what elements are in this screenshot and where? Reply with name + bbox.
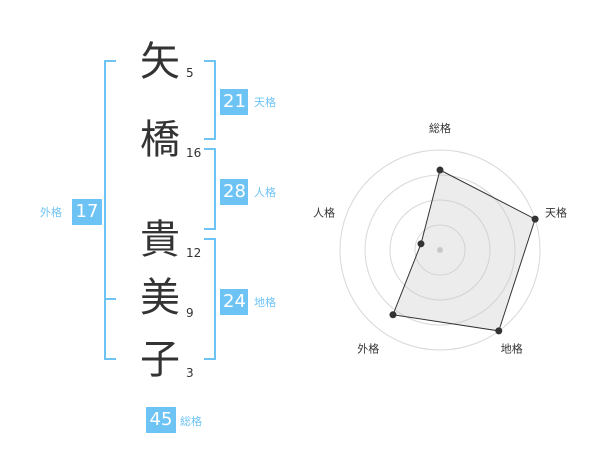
name-char-3: 貴 [140,217,180,263]
radar-ring [414,224,466,276]
radar-point-2 [531,215,539,223]
name-char-4: 美 [140,275,180,321]
radar-axis-label-5: 人格 [313,205,335,219]
radar-axis-label-2: 天格 [545,205,567,219]
chikaku-label: 地格 [254,296,276,309]
tenkaku-value: 21 [220,89,248,115]
radar-axis-label-1: 総格 [429,121,451,135]
radar-center [437,247,443,253]
radar-ring [339,149,541,351]
name-char-1: 矢 [140,39,180,85]
name-char-5: 子 [140,337,180,383]
stroke-count-4: 9 [186,306,194,320]
radar-ring [364,174,516,326]
radar-point-4 [389,311,397,319]
soukaku-label: 総格 [180,415,202,428]
stroke-count-3: 12 [186,246,202,260]
jinkaku-label: 人格 [254,186,276,199]
radar-point-1 [436,166,444,174]
radar-axis-label-3: 地格 [501,342,523,356]
chikaku-value: 24 [220,289,248,315]
radar-ring [389,199,491,301]
radar-point-5 [417,240,425,248]
gaikaku-label: 外格 [40,206,62,219]
soukaku-value: 45 [146,407,176,433]
gaikaku-value: 17 [72,199,102,225]
radar-axis-label-4: 外格 [357,342,379,356]
stroke-count-2: 16 [186,146,202,160]
radar-point-3 [495,327,503,335]
radar-polygon [392,169,536,332]
jinkaku-value: 28 [220,179,248,205]
tenkaku-label: 天格 [254,96,276,109]
name-char-2: 橋 [140,117,180,163]
stroke-count-5: 3 [186,366,194,380]
stroke-count-1: 5 [186,66,194,80]
